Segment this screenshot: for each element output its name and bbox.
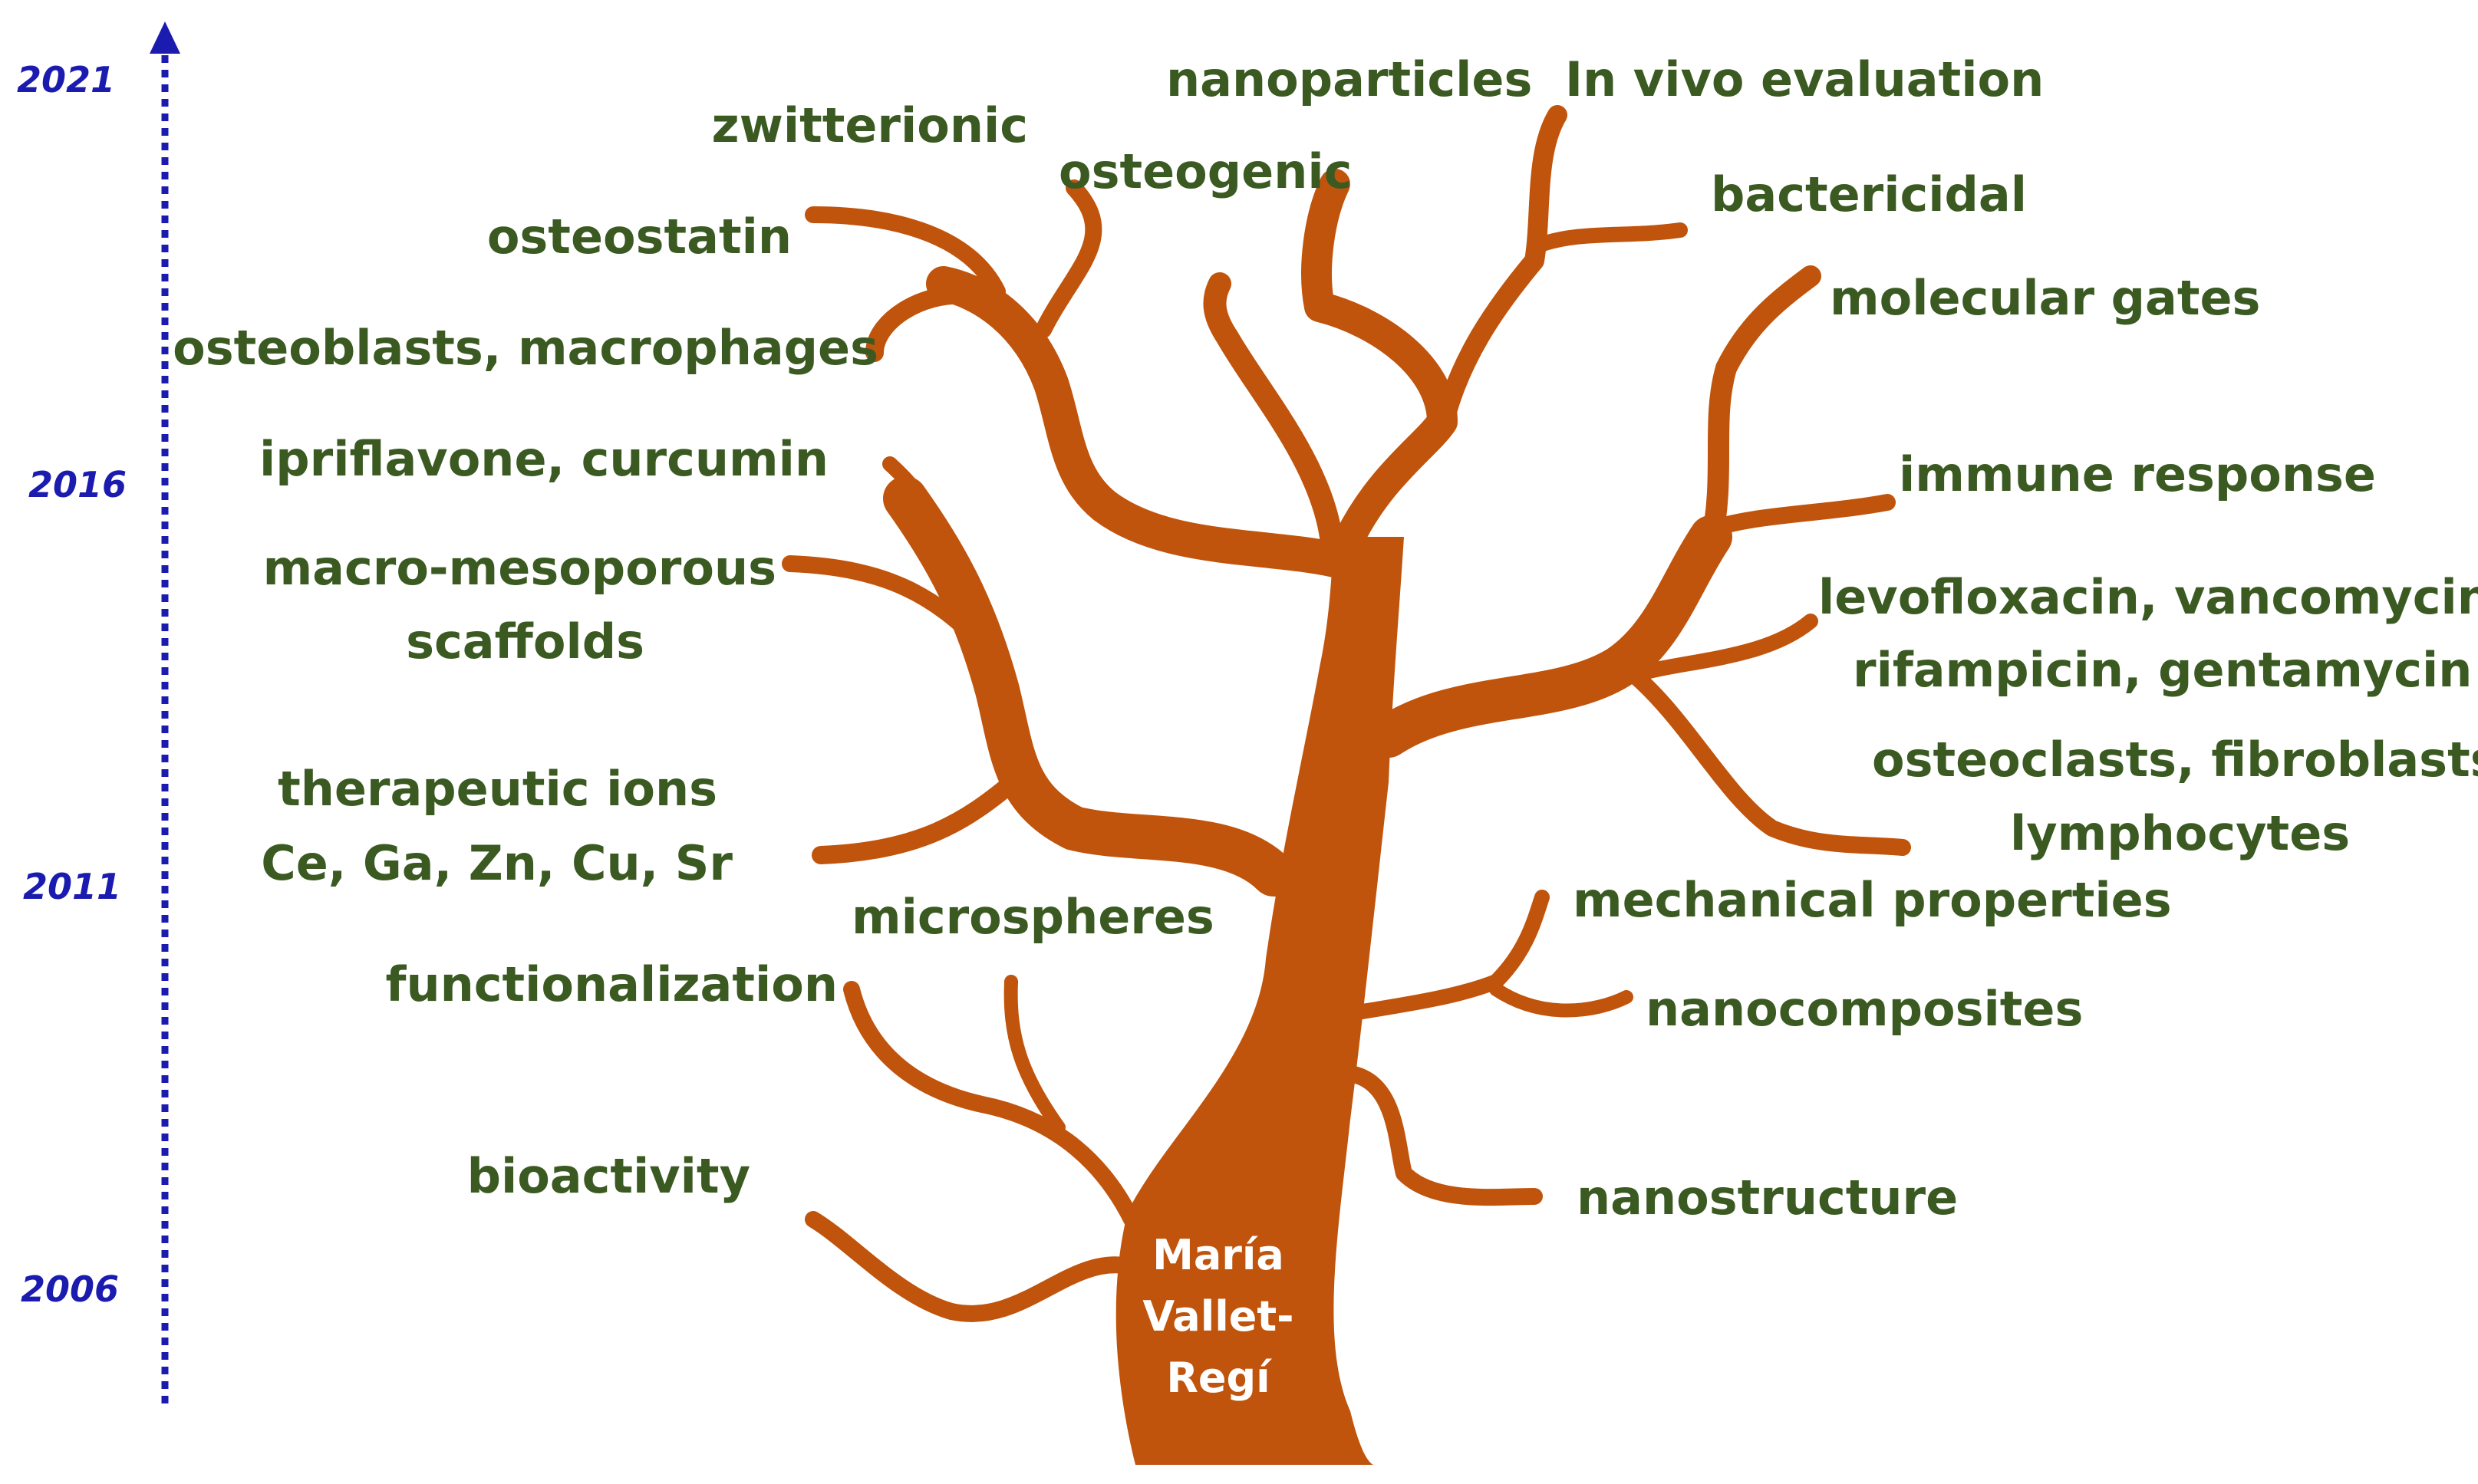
- topic-osteogenic: osteogenic: [1059, 143, 1352, 199]
- topic-therapeutic-ions-line-2: Ce, Ga, Zn, Cu, Sr: [261, 835, 733, 891]
- branch-molecular-gates: [1700, 265, 1821, 555]
- topic-nanocomposites: nanocomposites: [1646, 981, 2083, 1037]
- branch-osteogenic: [1203, 272, 1343, 548]
- topic-therapeutic-ions-line-1: therapeutic ions: [278, 761, 717, 817]
- topic-macro-mesoporous-line-2: scaffolds: [406, 614, 644, 670]
- branch-osteoclasts: [1626, 666, 1911, 856]
- branch-bioactivity: [805, 1211, 1132, 1322]
- branch-immune-response: [1702, 494, 1896, 538]
- tree: [782, 105, 1911, 1465]
- topic-nanostructure: nanostructure: [1577, 1170, 1958, 1226]
- branch-zwitterionic: [1035, 179, 1102, 338]
- trunk-label-line-1: María: [1152, 1231, 1284, 1279]
- branch-microspheres: [1003, 975, 1066, 1134]
- branch-left-upper-main: [926, 266, 1353, 577]
- topic-in-vivo: In vivo evaluation: [1565, 51, 2044, 107]
- trunk-label-line-2: Vallet-: [1142, 1292, 1293, 1341]
- year-2016: 2016: [28, 464, 127, 505]
- topic-immune-response: immune response: [1899, 446, 2376, 502]
- branch-nanostructure: [1342, 1065, 1543, 1206]
- topic-bioactivity: bioactivity: [467, 1148, 750, 1204]
- topic-osteostatin: osteostatin: [487, 209, 792, 265]
- branch-ipriflavone: [882, 456, 959, 606]
- topic-molecular-gates: molecular gates: [1830, 270, 2260, 326]
- branch-antibiotics: [1626, 614, 1818, 683]
- topic-ipriflavone: ipriflavone, curcumin: [259, 431, 829, 487]
- topic-labels: zwitterionic nanoparticles In vivo evalu…: [173, 51, 2478, 1226]
- branch-center-up: [1301, 169, 1458, 552]
- branch-nanoparticles: [1432, 105, 1567, 439]
- topic-microspheres: microspheres: [852, 889, 1214, 945]
- topic-antibiotics-line-2: rifampicin, gentamycin: [1853, 642, 2472, 698]
- timeline: 2021 2016 2011 2006: [17, 21, 180, 1403]
- topic-bactericidal: bactericidal: [1711, 166, 2027, 222]
- topic-nanoparticles: nanoparticles: [1166, 51, 1532, 107]
- topic-antibiotics-line-1: levofloxacin, vancomycin,: [1818, 569, 2478, 625]
- topic-osteoclasts-line-1: osteoclasts, fibroblasts,: [1872, 732, 2478, 788]
- topic-mechanical: mechanical properties: [1573, 872, 2172, 928]
- branch-osteoblasts: [865, 285, 976, 362]
- branch-osteostatin: [805, 206, 1006, 300]
- branch-nanocomposites: [1489, 982, 1633, 1018]
- year-2021: 2021: [17, 59, 115, 100]
- tree-trunk: [1115, 537, 1404, 1465]
- branch-therapeutic-ions: [812, 773, 1022, 864]
- branch-in-vivo: [1531, 222, 1688, 253]
- year-2011: 2011: [23, 866, 121, 907]
- trunk-label-line-3: Regí: [1166, 1354, 1272, 1402]
- topic-osteoblasts: osteoblasts, macrophages: [173, 320, 878, 376]
- year-2006: 2006: [21, 1268, 119, 1310]
- topic-functionalization: functionalization: [385, 956, 838, 1012]
- branch-right-main: [1367, 515, 1732, 758]
- topic-osteoclasts-line-2: lymphocytes: [2010, 805, 2350, 861]
- branch-mechanical: [1350, 890, 1550, 1020]
- trunk-label: María Vallet- Regí: [1142, 1231, 1293, 1402]
- topic-zwitterionic: zwitterionic: [711, 97, 1028, 153]
- topic-macro-mesoporous-line-1: macro-mesoporous: [263, 540, 776, 596]
- branch-macro-mesoporous: [782, 555, 990, 653]
- branch-functionalization: [843, 981, 1140, 1228]
- timeline-arrowhead: [150, 21, 180, 54]
